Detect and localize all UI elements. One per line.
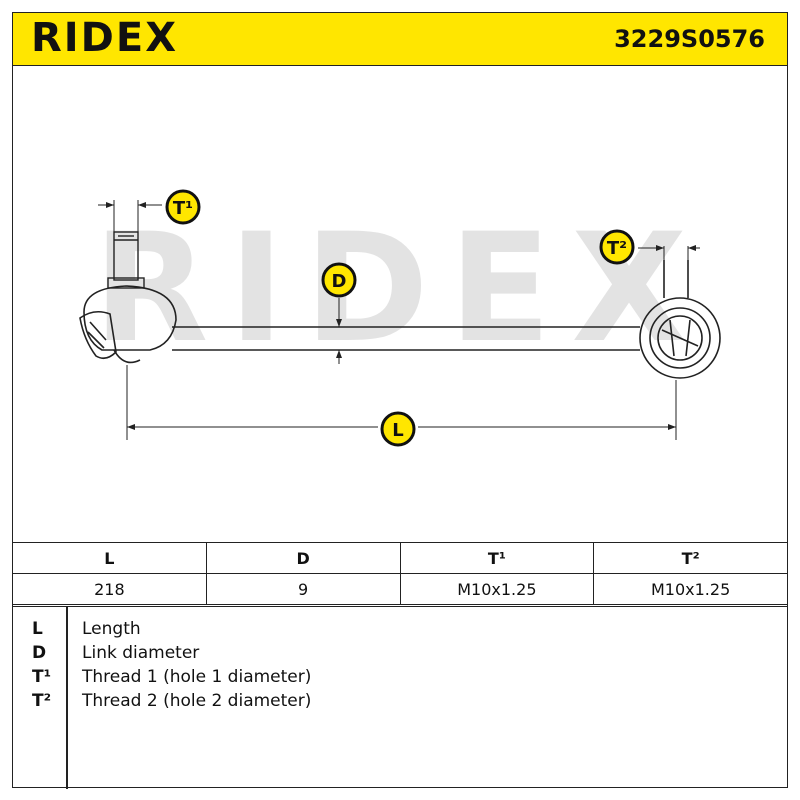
header-bar: RIDEX 3229S0576 [12,12,788,66]
badge-l-label: L [392,420,403,441]
dimension-lines [98,200,700,440]
spec-header-row: L D T¹ T² [12,542,788,574]
technical-drawing: RIDEX [79,189,721,447]
brand-logo: RIDEX [31,15,179,61]
spec-header-t2: T² [593,542,788,574]
legend: L Length D Link diameter T¹ Thread 1 (ho… [12,606,788,789]
legend-item: D Link diameter [12,643,788,667]
dimension-arrows [106,202,696,430]
legend-item: L Length [12,619,788,643]
legend-desc: Thread 2 (hole 2 diameter) [82,691,312,711]
spec-header-d: D [205,542,401,574]
legend-key: T² [32,691,52,711]
spec-value-t2: M10x1.25 [593,573,788,605]
legend-key: T¹ [32,667,52,687]
spec-value-row: 218 9 M10x1.25 M10x1.25 [12,573,788,605]
spec-value-l: 218 [12,573,207,605]
badge-t2: T² [599,229,635,265]
legend-desc: Length [82,619,141,639]
spec-header-l: L [12,542,207,574]
legend-item: T² Thread 2 (hole 2 diameter) [12,691,788,715]
badge-t1-label: T¹ [173,198,193,219]
legend-divider [66,607,68,789]
legend-desc: Thread 1 (hole 1 diameter) [82,667,312,687]
watermark-text: RIDEX [93,202,707,376]
badge-t1: T¹ [165,189,201,225]
legend-key: L [32,619,43,639]
badge-d: D [321,262,357,298]
spec-table: L D T¹ T² 218 9 M10x1.25 M10x1.25 [12,542,788,605]
legend-item: T¹ Thread 1 (hole 1 diameter) [12,667,788,691]
badge-d-label: D [332,271,347,292]
rod [172,326,640,351]
badge-t2-label: T² [607,238,627,259]
left-stud [107,231,145,289]
legend-desc: Link diameter [82,643,200,663]
badge-l: L [380,411,416,447]
left-ball-joint [79,285,177,364]
spec-value-d: 9 [205,573,401,605]
part-number: 3229S0576 [614,25,765,53]
spec-header-t1: T¹ [399,542,595,574]
legend-key: D [32,643,47,663]
right-ball-joint [639,260,721,379]
spec-value-t1: M10x1.25 [399,573,595,605]
